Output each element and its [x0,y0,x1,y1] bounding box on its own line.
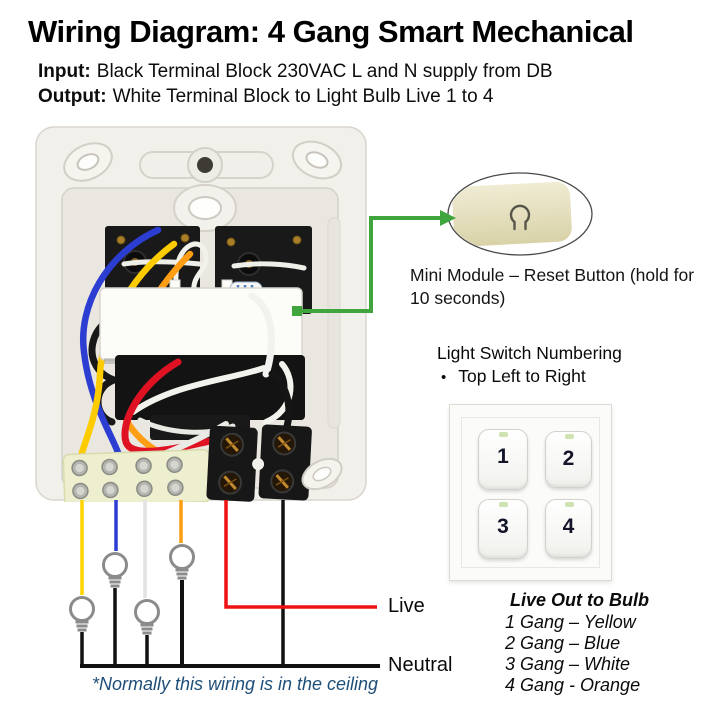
switch-button-label: 3 [497,515,509,538]
output-text: White Terminal Block to Light Bulb Live … [112,86,494,107]
live-label: Live [388,595,425,617]
page-title: Wiring Diagram: 4 Gang Smart Mechanical [28,14,634,49]
gang3-wire-white [134,500,160,666]
mounting-lug-icon [63,142,113,182]
legend-item: 2 Gang – Blue [505,633,621,653]
footnote: *Normally this wiring is in the ceiling [91,674,379,694]
lightbulb-icon [102,552,128,588]
legend-heading: Live Out to Bulb [510,590,649,610]
mounting-lug-icon [291,140,343,180]
gang4-wire-orange [169,500,195,666]
backbox-ridge [327,217,341,429]
wire-blue [79,226,162,462]
wire-white [173,241,209,295]
wire-white [248,292,275,378]
reset-button-icon [509,204,531,231]
lightbulb-icon [169,544,195,580]
switch-button-label: 1 [497,445,509,468]
numbering-bullet-text: Top Left to Right [458,366,586,386]
gang1-wire-yellow [69,500,95,666]
switch-button-label: 2 [562,447,575,470]
numbering-bullet: • Top Left to Right [441,366,586,387]
wire-white [121,259,203,267]
bullet-icon: • [441,369,447,386]
neutral-label: Neutral [388,654,453,676]
black-terminal-block [206,424,312,502]
reset-button-callout [447,172,593,256]
switch-button-2: 2 [545,431,592,488]
output-label: Output: [38,86,107,107]
wire-yellow [76,240,178,464]
led-indicator-icon [499,432,508,437]
input-text: Black Terminal Block 230VAC L and N supp… [96,61,553,82]
output-line: Output:White Terminal Block to Light Bul… [38,86,493,108]
mounting-lug-icon [301,457,343,491]
led-indicator-icon [564,502,574,507]
gang2-wire-blue [102,500,128,666]
white-terminal-block [62,448,212,502]
switch-plate: 1 2 3 4 [449,404,612,581]
legend-item: 3 Gang – White [505,654,631,674]
led-indicator-icon [499,502,508,507]
switch-button-4: 4 [545,499,592,558]
legend: Live Out to Bulb 1 Gang – Yellow 2 Gang … [505,590,649,696]
live-wire [224,500,377,609]
neutral-wire [80,500,380,668]
cable-entry-knockout [139,147,274,232]
switch-button-label: 4 [562,515,575,538]
input-label: Input: [38,61,91,82]
switch-plate-frame [461,417,600,568]
wire-black [268,370,293,434]
numbering-heading: Light Switch Numbering [437,343,622,363]
backbox-photo [35,126,367,502]
lightbulb-icon [134,599,160,635]
legend-item: 1 Gang – Yellow [505,612,636,632]
lightbulb-icon [69,596,95,632]
switch-button-3: 3 [478,499,528,559]
wire-white [130,365,267,415]
led-indicator-icon [564,434,574,439]
switch-button-1: 1 [478,429,528,490]
input-line: Input:Black Terminal Block 230VAC L and … [38,61,553,83]
callout-text: Mini Module – Reset Button (hold for 10 … [410,265,695,308]
legend-item: 4 Gang - Orange [505,675,641,695]
